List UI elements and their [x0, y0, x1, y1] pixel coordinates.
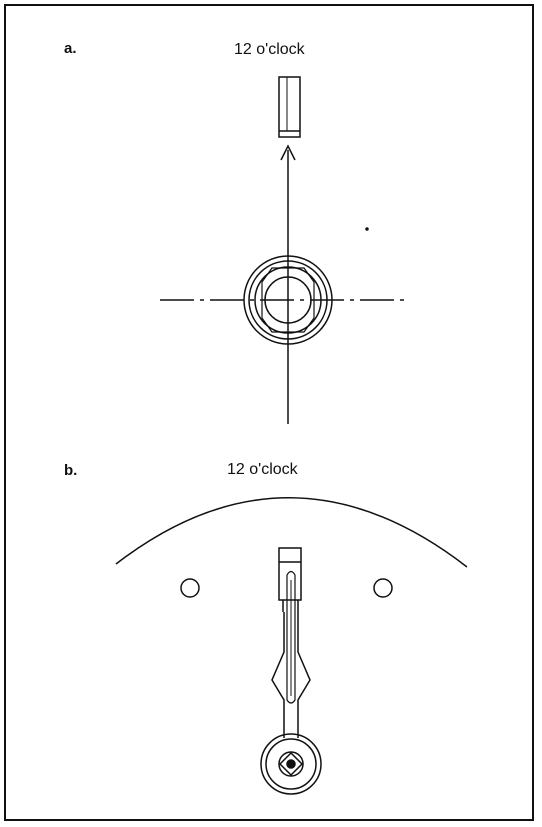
panel-a-label: a. [64, 40, 77, 57]
pointer-hub [260, 733, 322, 795]
right-hole [373, 578, 393, 598]
direction-arrow [280, 144, 296, 250]
blade-piece [278, 76, 301, 138]
crosshair [160, 250, 410, 424]
left-hole [180, 578, 200, 598]
panel-b-label: b. [64, 462, 78, 479]
panel-a-caption: 12 o'clock [234, 41, 305, 58]
panel-b-caption: 12 o'clock [227, 461, 298, 478]
pointer-hand [271, 570, 311, 738]
figure-frame [4, 4, 534, 821]
socket-circles [243, 255, 333, 345]
stray-dot [365, 227, 369, 231]
dial-arc [115, 497, 468, 568]
hand-blade [278, 547, 302, 612]
